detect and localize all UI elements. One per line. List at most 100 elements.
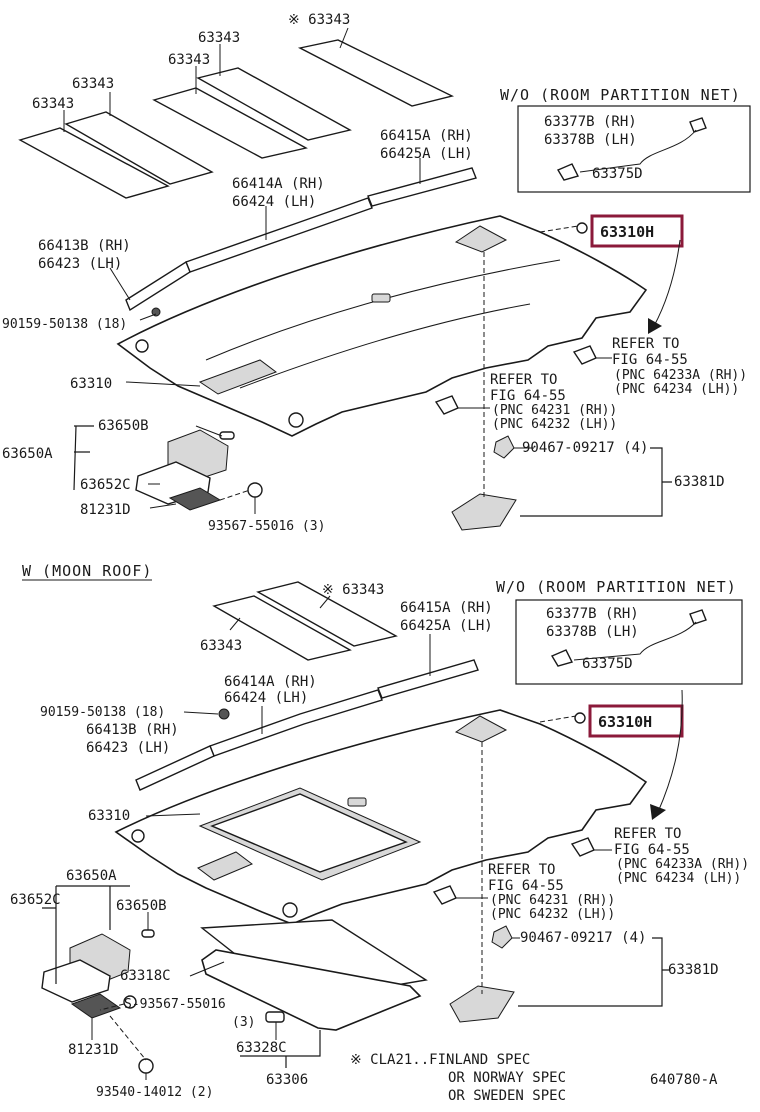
bottom-dome-cutout: [197, 851, 253, 881]
bottom-label-63310h: 63310H: [598, 713, 652, 731]
bottom-holder-a: [570, 837, 595, 857]
bottom-wo-line1: 63377B (RH): [546, 606, 639, 622]
top-refer-b-l1: REFER TO: [490, 372, 557, 388]
bottom-headliner-63310: [114, 709, 648, 925]
bottom-label-90467: 90467-09217 (4): [520, 930, 646, 946]
bottom-wo-box: [515, 599, 743, 685]
bottom-leader-63310: [145, 813, 201, 817]
top-clip-90159: [151, 307, 161, 317]
bottom-refer-b-l3: (PNC 64231 (RH)): [490, 893, 615, 908]
top-wo-title: W/O (ROOM PARTITION NET): [500, 86, 741, 104]
top-label-66414a: 66414A (RH): [232, 176, 325, 192]
top-label-63310: 63310: [70, 376, 112, 392]
bottom-label-93567: S-93567-55016: [124, 997, 226, 1012]
top-screw-93567: [247, 482, 263, 498]
top-pad-1: [196, 67, 352, 141]
bottom-wo-line3: 63375D: [582, 656, 633, 672]
bottom-clip-63328c: [265, 1011, 285, 1023]
top-hook-63375d: [556, 163, 580, 181]
bottom-hook-63377b: [689, 609, 707, 625]
top-holder-b: [434, 395, 459, 415]
top-dash-93567: [219, 489, 251, 501]
top-leader-81231d: [149, 503, 177, 509]
top-label-90467: 90467-09217 (4): [522, 440, 648, 456]
bottom-label-81231d: 81231D: [68, 1042, 119, 1058]
bottom-label-63650a: 63650A: [66, 868, 117, 884]
top-arrow-head: [648, 318, 662, 334]
top-label-63310h: 63310H: [600, 223, 654, 241]
bottom-leader-63318c: [189, 961, 225, 977]
bottom-leader-63343: [229, 617, 241, 631]
bottom-label-93540: 93540-14012 (2): [96, 1085, 213, 1100]
bottom-lamp-bezel-63652c: [41, 959, 111, 1003]
top-pads-63343: [18, 39, 455, 199]
bottom-arrow-curve: [657, 689, 683, 813]
bottom-lens-81231d: [70, 993, 122, 1019]
bottom-cover-63381d: [449, 985, 515, 1023]
bottom-label-63343: 63343: [200, 638, 242, 654]
bottom-leader-star: [319, 595, 331, 609]
bottom-refer-b-l2: FIG 64-55: [488, 878, 564, 894]
bottom-holder-b: [432, 885, 457, 905]
bottom-label-63381d: 63381D: [668, 962, 719, 978]
top-hook-63377b: [689, 117, 707, 133]
top-grommet: [288, 412, 304, 428]
top-bracket-63381d: [520, 447, 672, 517]
bottom-grommet: [282, 902, 298, 918]
top-holder-a: [572, 345, 597, 365]
top-leader-66413b: [109, 267, 131, 301]
bottom-arrow-head: [650, 804, 666, 820]
top-headliner-ridge: [205, 259, 561, 361]
bottom-harness-66413b: [135, 745, 215, 791]
top-label-66424: 66424 (LH): [232, 194, 316, 210]
top-label-66425a: 66425A (LH): [380, 146, 473, 162]
bottom-clip-90467: [491, 925, 513, 949]
top-label-93567: 93567-55016 (3): [208, 519, 325, 534]
top-bulb-63650b: [219, 431, 235, 440]
top-refer-a-l1: REFER TO: [612, 336, 679, 352]
bottom-label-63318c: 63318C: [120, 968, 171, 984]
bottom-hook-63375d: [550, 649, 574, 667]
top-label-66423: 66423 (LH): [38, 256, 122, 272]
top-pad-3: [64, 111, 214, 185]
bottom-bracket-63306: [240, 1030, 321, 1068]
top-refer-b-l2: FIG 64-55: [490, 388, 566, 404]
bottom-label-93567-qty: (3): [232, 1015, 255, 1030]
top-section: ※ 63343 63343 63343 63343 63343 66415A (…: [2, 12, 751, 534]
top-harness-66415a: [367, 167, 477, 207]
top-label-63343-c: 63343: [72, 76, 114, 92]
top-label-63650b: 63650B: [98, 418, 149, 434]
bottom-clip-slot: [347, 797, 367, 807]
top-leader-90159: [139, 313, 157, 321]
top-harness-66413b: [125, 260, 191, 312]
top-refer-a-l4: (PNC 64234 (LH)): [614, 382, 739, 397]
top-pad-2: [152, 87, 308, 159]
figure-code: 640780-A: [650, 1072, 718, 1088]
bottom-rear-vent: [454, 715, 508, 743]
top-label-63650a: 63650A: [2, 446, 53, 462]
top-dome-cutout: [198, 359, 278, 395]
bottom-refer-b-l1: REFER TO: [488, 862, 555, 878]
footnote-line2: OR NORWAY SPEC: [448, 1070, 566, 1086]
bottom-label-66423: 66423 (LH): [86, 740, 170, 756]
bottom-63310h-highlight: [588, 704, 684, 738]
top-clip-63310h: [576, 222, 588, 234]
bottom-label-63343-star: ※ 63343: [322, 582, 384, 598]
bottom-label-90159: 90159-50138 (18): [40, 705, 165, 720]
top-wo-line1: 63377B (RH): [544, 114, 637, 130]
top-clip-90467: [493, 435, 515, 459]
top-63310h-highlight: [590, 214, 684, 248]
top-pad-star: [297, 39, 455, 107]
bottom-pad-star: [256, 581, 398, 647]
top-label-81231d: 81231D: [80, 502, 131, 518]
top-label-63343-b: 63343: [168, 52, 210, 68]
top-pad-4: [18, 127, 170, 199]
top-refer-a-l3: (PNC 64233A (RH)): [614, 368, 747, 383]
top-headliner-ridge-2: [239, 303, 531, 389]
top-label-63652c: 63652C: [80, 477, 131, 493]
top-wo-box: [517, 105, 751, 193]
top-refer-b-l3: (PNC 64231 (RH)): [492, 403, 617, 418]
bottom-wo-line2: 63378B (LH): [546, 624, 639, 640]
bottom-pad-1: [212, 595, 352, 661]
